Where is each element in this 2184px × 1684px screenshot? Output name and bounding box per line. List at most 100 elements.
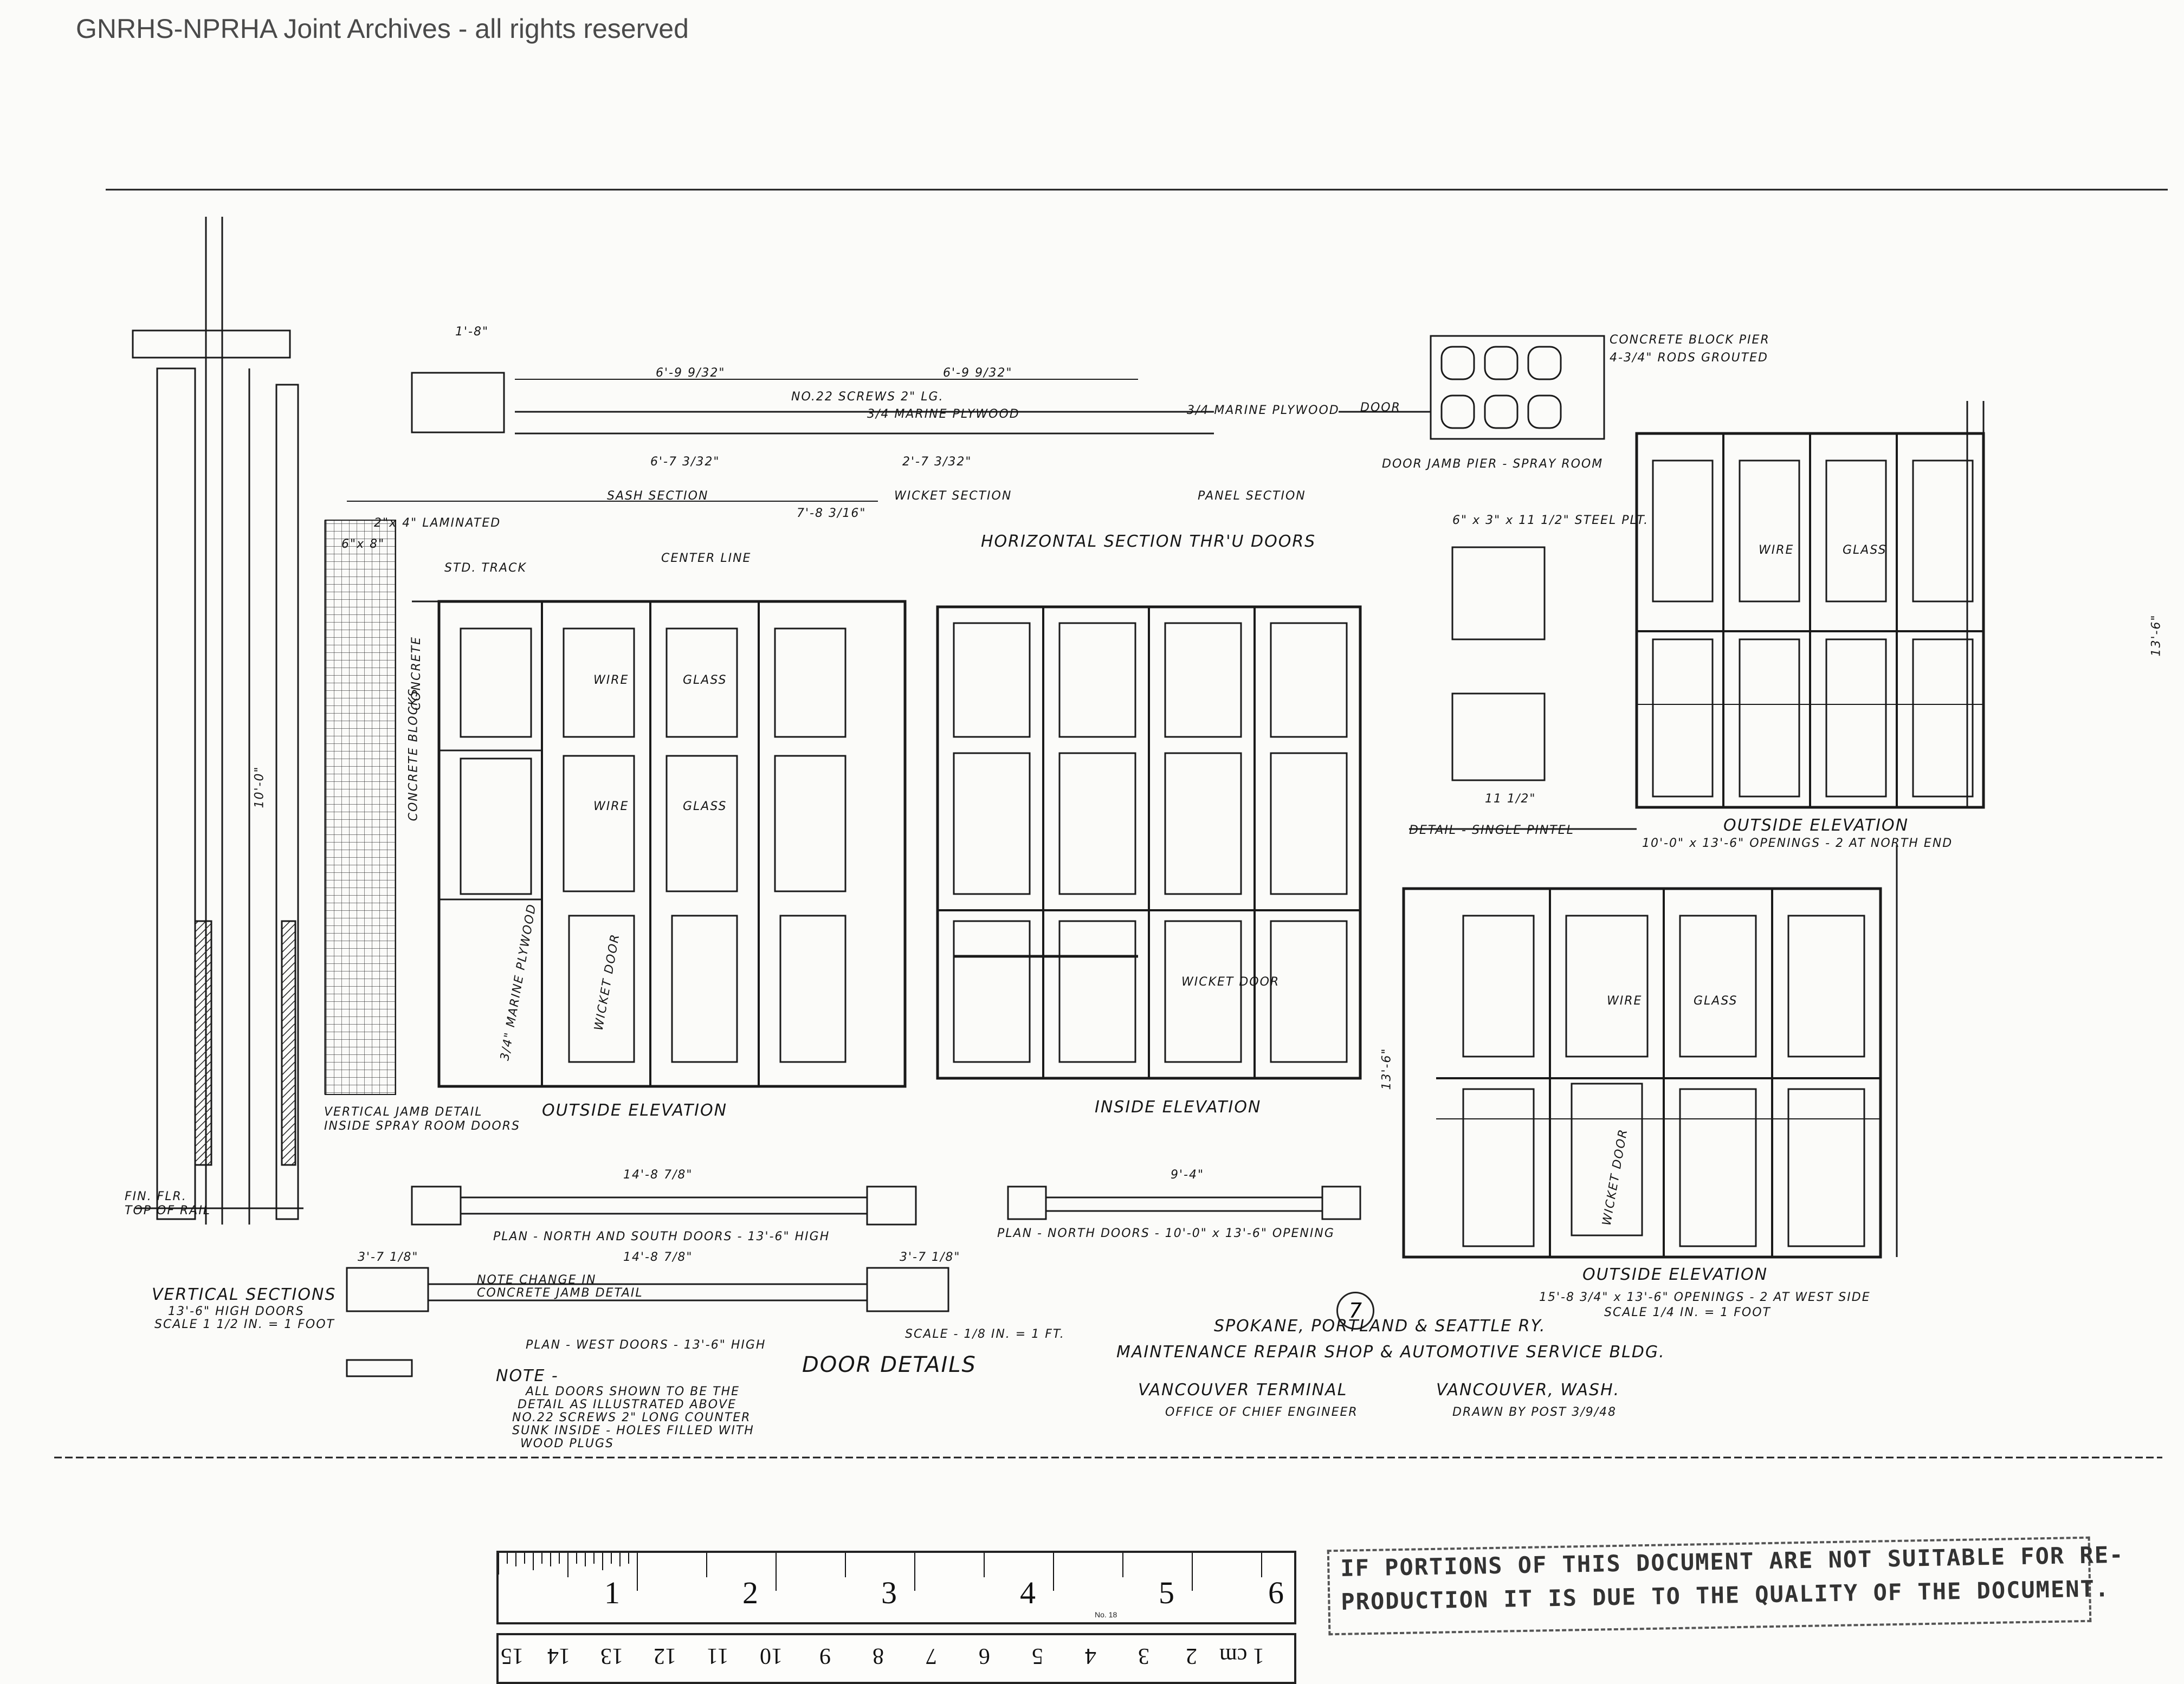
inch-3: 3 [881,1575,897,1610]
horizontal-section-title: HORIZONTAL SECTION THR'U DOORS [981,532,1316,551]
jamb-detail-title: VERTICAL JAMB DETAIL [324,1105,483,1119]
wicket-section-label: WICKET SECTION [894,489,1012,503]
jamb-detail-sub: INSIDE SPRAY ROOM DOORS [324,1119,520,1133]
pintel-dim: 11 1/2" [1485,792,1536,806]
panel-section-label: PANEL SECTION [1198,489,1306,503]
laminated-size: 6"x 8" [341,537,385,551]
cm-ruler: 1 cm 2 3 4 5 6 7 8 9 10 11 12 13 14 15 [496,1633,1296,1684]
cm-3: 3 [1138,1643,1149,1668]
inside-elevation-title: INSIDE ELEVATION [1095,1098,1262,1117]
cm-7: 7 [926,1643,937,1668]
note-line-5: WOOD PLUGS [520,1437,614,1450]
plan-north-south-label: PLAN - NORTH AND SOUTH DOORS - 13'-6" HI… [493,1230,830,1243]
outside-elev-west-wire: WIRE [1607,994,1643,1008]
office-name: OFFICE OF CHIEF ENGINEER [1165,1406,1358,1419]
center-line-label: CENTER LINE [661,552,752,565]
note-line-4: SUNK INSIDE - HOLES FILLED WITH [512,1424,754,1437]
reproduction-stamp: IF PORTIONS OF THIS DOCUMENT ARE NOT SUI… [1327,1536,2124,1636]
plan-north-south-dim: 14'-8 7/8" [623,1168,693,1182]
plan-north-label: PLAN - NORTH DOORS - 10'-0" x 13'-6" OPE… [997,1227,1335,1240]
pintel-plate-label: 6" x 3" x 11 1/2" STEEL PLT. [1452,514,1649,527]
archive-watermark: GNRHS-NPRHA Joint Archives - all rights … [76,14,689,44]
cm-2: 2 [1186,1643,1197,1668]
outside-elev-1-glass: GLASS [683,673,727,687]
cm-4: 4 [1085,1643,1096,1668]
drawn-by: DRAWN BY POST 3/9/48 [1452,1406,1617,1419]
dim-overall: 7'-8 3/16" [797,507,867,520]
vertical-sections-sub-1: 13'-6" HIGH DOORS [168,1305,305,1318]
vertical-sections-sub-2: SCALE 1 1/2 IN. = 1 FOOT [154,1318,335,1331]
inch-ruler: 1 2 3 4 5 6 No. 18 [496,1551,1296,1624]
outside-elev-west-dim: 13'-6" [1380,1047,1394,1090]
plywood-label: 3/4 MARINE PLYWOOD [867,407,1020,421]
plan-note-change-2: CONCRETE JAMB DETAIL [477,1286,643,1300]
note-line-2: DETAIL AS ILLUSTRATED ABOVE [518,1398,736,1411]
outside-elev-north-glass: GLASS [1843,543,1887,557]
vertical-section-dim: 10'-0" [253,766,267,808]
ruler-brand: No. 18 [1095,1610,1117,1619]
cm-12: 12 [654,1643,676,1668]
plan-scale: SCALE - 1/8 IN. = 1 FT. [905,1327,1065,1341]
plan-west-side-a: 3'-7 1/8" [358,1251,419,1264]
cm-6: 6 [979,1643,990,1668]
railway-name: SPOKANE, PORTLAND & SEATTLE RY. [1214,1317,1546,1336]
top-of-rail-label: TOP OF RAIL [125,1204,211,1217]
cm-11: 11 [707,1643,729,1668]
dim-sash-lower: 6'-7 3/32" [650,455,720,469]
cm-10: 10 [760,1643,783,1668]
door-details-label: DOOR DETAILS [802,1352,977,1377]
cm-13: 13 [600,1643,623,1668]
concrete-blocks-label: CONCRETE BLOCKS [406,688,421,821]
jamb-pier-title: DOOR JAMB PIER - SPRAY ROOM [1382,457,1604,471]
inside-elev-wicket-door: WICKET DOOR [1181,975,1280,989]
inch-2: 2 [742,1575,758,1610]
dim-1-8: 1'-8" [455,325,489,339]
plan-west-side-b: 3'-7 1/8" [900,1251,961,1264]
inch-1: 1 [604,1575,620,1610]
cm-1: 1 cm [1219,1643,1264,1668]
fin-flr-label: FIN. FLR. [125,1190,187,1203]
outside-elev-west-scale: SCALE 1/4 IN. = 1 FOOT [1604,1306,1771,1319]
cm-9: 9 [819,1643,831,1668]
outside-elev-north-title: OUTSIDE ELEVATION [1723,816,1909,835]
plan-west-dim: 14'-8 7/8" [623,1251,693,1264]
plan-note-change-1: NOTE CHANGE IN [477,1273,597,1287]
note-title: NOTE - [496,1366,559,1385]
terminal-name: VANCOUVER TERMINAL [1138,1381,1348,1400]
sash-section-label: SASH SECTION [607,489,709,503]
note-line-1: ALL DOORS SHOWN TO BE THE [526,1385,740,1398]
dim-wicket-lower: 2'-7 3/32" [902,455,972,469]
building-name: MAINTENANCE REPAIR SHOP & AUTOMOTIVE SER… [1116,1343,1665,1362]
outside-elev-west-sub: 15'-8 3/4" x 13'-6" OPENINGS - 2 AT WEST… [1539,1291,1871,1304]
laminated-label: 2"x 4" LAMINATED [374,516,501,530]
dim-wicket: 6'-9 9/32" [943,366,1013,380]
outside-elev-west-glass: GLASS [1694,994,1738,1008]
cm-5: 5 [1032,1643,1043,1668]
screws-label: NO.22 SCREWS 2" LG. [791,390,944,404]
dim-sash: 6'-9 9/32" [656,366,726,380]
note-line-3: NO.22 SCREWS 2" LONG COUNTER [512,1411,751,1424]
pintel-title: DETAIL - SINGLE PINTEL [1409,824,1574,837]
cm-14: 14 [547,1643,570,1668]
jamb-pier-note-2: 4-3/4" RODS GROUTED [1610,351,1768,365]
city-name: VANCOUVER, WASH. [1436,1381,1620,1400]
jamb-pier-note-1: CONCRETE BLOCK PIER [1610,333,1770,347]
plan-north-dim: 9'-4" [1171,1168,1205,1182]
marine-plywood-label: 3/4 MARINE PLYWOOD [1187,404,1340,417]
outside-elev-west-title: OUTSIDE ELEVATION [1582,1265,1768,1284]
outside-elev-north-sub: 10'-0" x 13'-6" OPENINGS - 2 AT NORTH EN… [1642,837,1953,850]
outside-elev-1-wire-2: WIRE [593,800,629,813]
outside-elev-1-glass-2: GLASS [683,800,727,813]
sheet-number: 7 [1336,1292,1374,1330]
outside-elevation-1-title: OUTSIDE ELEVATION [542,1101,728,1120]
plan-west-label: PLAN - WEST DOORS - 13'-6" HIGH [526,1338,766,1352]
inch-4: 4 [1020,1575,1036,1610]
outside-elev-north-wire: WIRE [1759,543,1794,557]
inch-5: 5 [1159,1575,1174,1610]
inch-6: 6 [1268,1575,1284,1610]
jamb-pier-door-label: DOOR [1360,401,1401,414]
track-label: STD. TRACK [444,561,527,575]
outside-elev-1-wire: WIRE [593,673,629,687]
cm-15: 15 [501,1643,524,1668]
